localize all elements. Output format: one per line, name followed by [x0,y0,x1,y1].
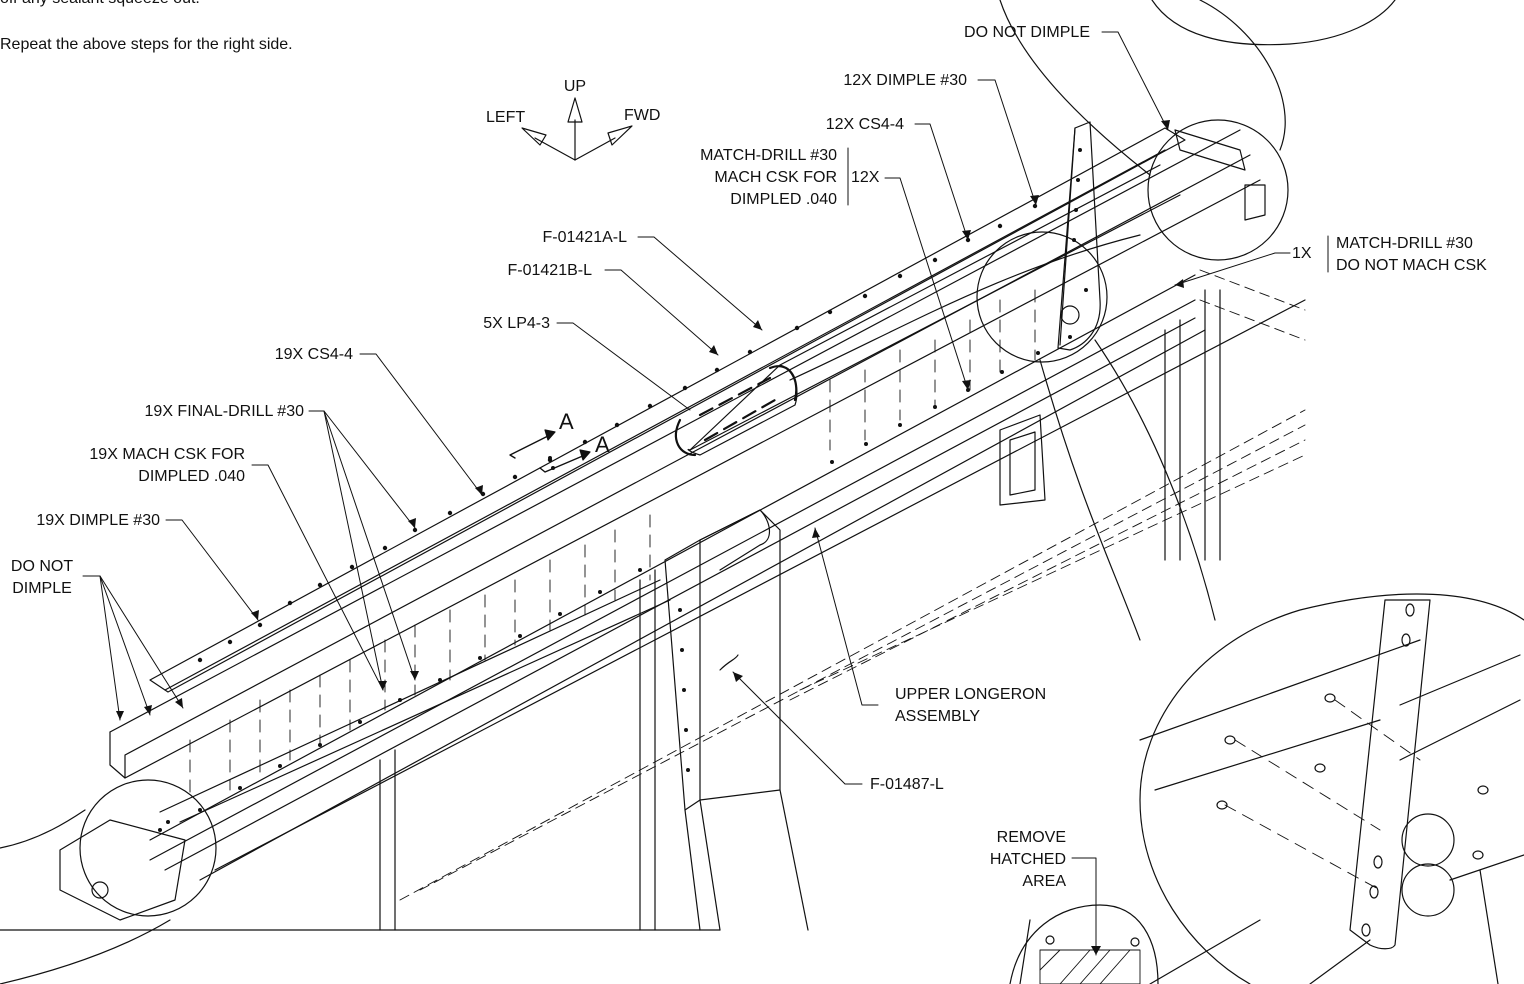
callout-19x-mach-csk-line2: DIMPLED .040 [138,468,245,485]
callout-match-drill-line2: MACH CSK FOR [714,169,837,186]
longeron-upper [149,274,1196,841]
callout-19x-mach-csk-line1: 19X MACH CSK FOR [89,446,245,463]
callout-5x-lp4: 5X LP4-3 [483,315,550,332]
inset-circle-mid [976,231,1108,363]
drill-drop-lines [189,289,1036,801]
callout-19x-dimple: 19X DIMPLE #30 [36,512,160,529]
callout-19x-final-drill: 19X FINAL-DRILL #30 [144,403,304,420]
instruction-line-1: off any sealant squeeze out. [0,0,200,10]
callout-remove-hatched-line3: AREA [1022,873,1066,890]
callout-19x-cs4: 19X CS4-4 [274,346,353,363]
detail-holes [1060,305,1489,937]
section-label-a-2: A [595,432,610,457]
detail-circle-bottom-right [1139,593,1524,984]
section-arrows [509,434,586,473]
detail-circle-top [1151,0,1396,46]
callout-do-not-dimple-left-line2: DIMPLE [12,580,72,597]
compass-up-label: UP [563,78,587,95]
hatched-area [1039,949,1141,984]
callout-do-not-dimple-top: DO NOT DIMPLE [964,24,1090,41]
callout-do-not-dimple-left-line1: DO NOT [10,558,74,575]
callout-12x-dimple: 12X DIMPLE #30 [843,72,967,89]
compass-left-label: LEFT [486,109,526,126]
direction-compass [521,97,633,161]
callout-match-drill-qty: 12X [851,169,880,186]
callout-match-drill-line3: DIMPLED .040 [730,191,837,208]
compass-fwd-label: FWD [624,107,661,124]
callout-remove-hatched-line1: REMOVE [996,829,1066,846]
callout-match-drill-line1: MATCH-DRILL #30 [700,147,837,164]
callout-part-f01421b: F-01421B-L [507,262,593,279]
callout-upper-longeron-line1: UPPER LONGERON [895,686,1047,703]
callout-1x-match-drill-line1: MATCH-DRILL #30 [1336,235,1473,252]
detail-strap [1349,599,1431,950]
callout-upper-longeron-line2: ASSEMBLY [895,708,981,725]
callout-part-f01421a: F-01421A-L [542,229,628,246]
detail-circle-bottom [1009,904,1159,984]
section-label-a-1: A [559,409,574,434]
callout-1x-match-drill-line2: DO NOT MACH CSK [1336,257,1487,274]
upper-skin-strip [149,127,1186,693]
callout-12x-cs4: 12X CS4-4 [825,116,904,133]
bracket-f01487 [664,539,701,811]
callout-part-f01487: F-01487-L [870,776,944,793]
inset-circle-upper [1147,119,1289,261]
inset-circle-lower-left [79,779,217,917]
rivet-holes [158,148,1088,832]
leader-lines [82,31,1329,956]
callout-remove-hatched-line2: HATCHED [989,851,1066,868]
instruction-line-2: Repeat the above steps for the right sid… [0,36,293,53]
callout-1x-qty: 1X [1292,245,1312,262]
vertical-strap [1057,121,1101,351]
